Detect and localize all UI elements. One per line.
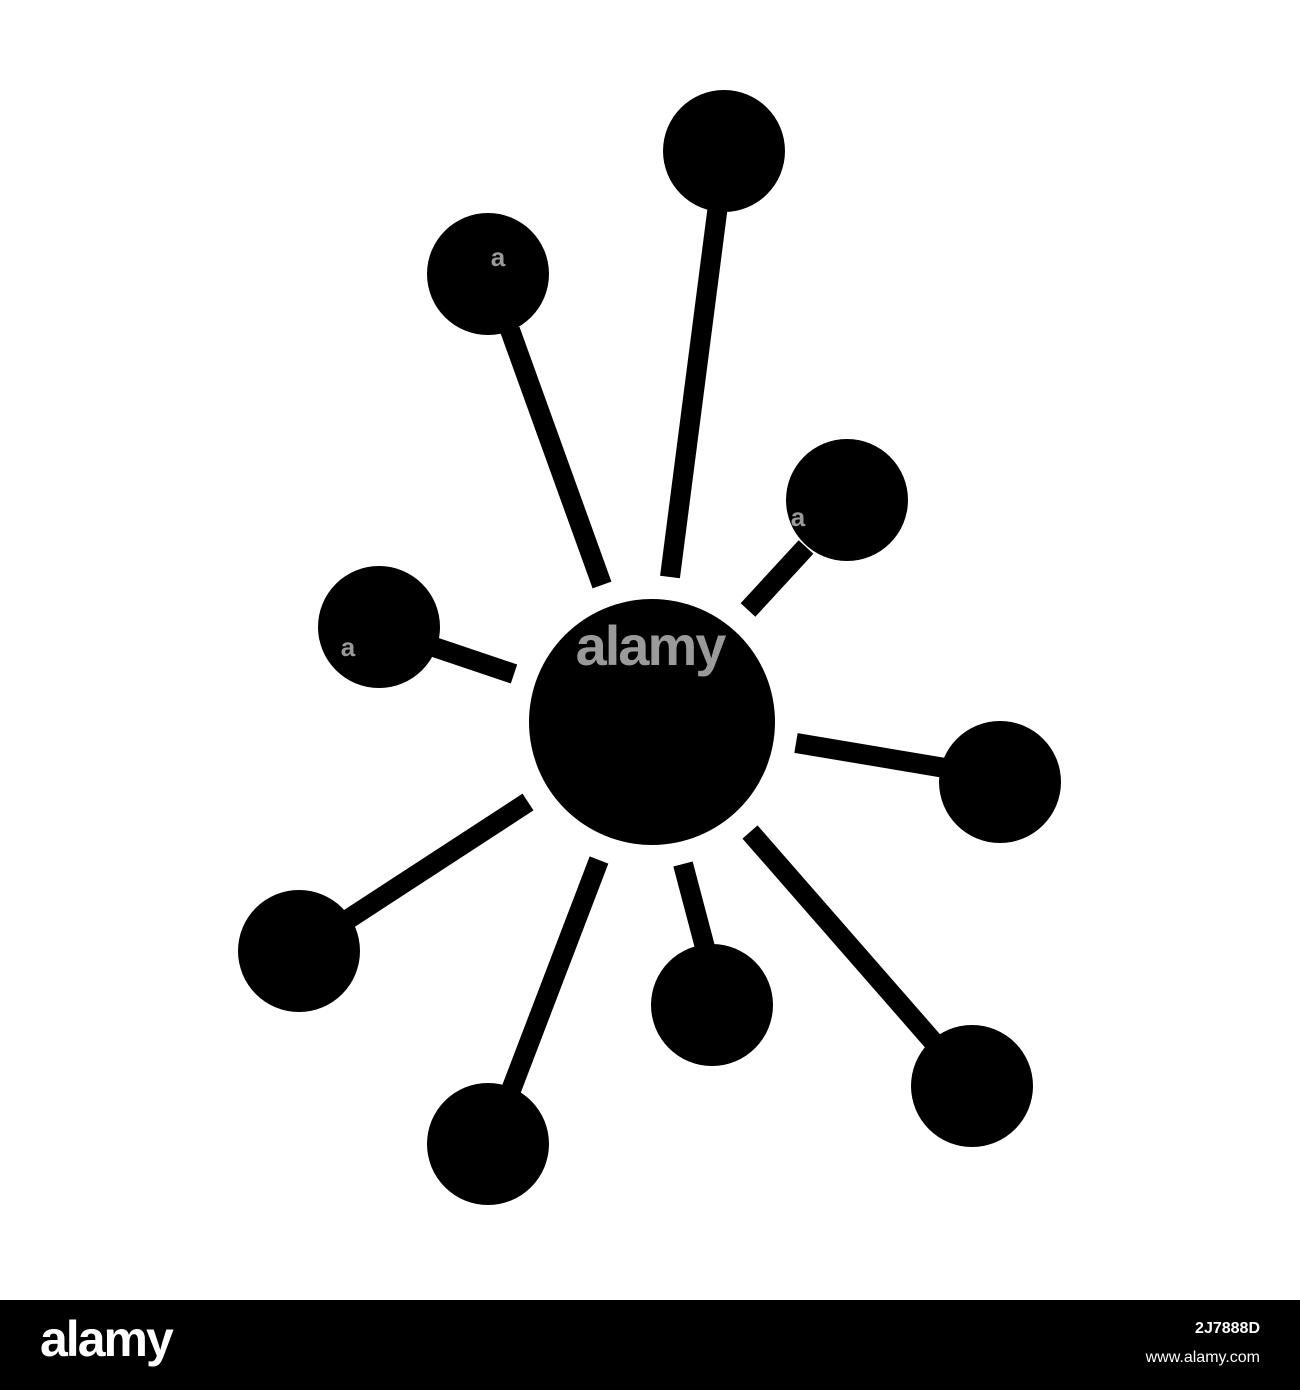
node-top-left <box>427 213 549 335</box>
watermark-center: alamy <box>576 614 727 677</box>
watermark-layer: alamy a a a <box>341 242 806 677</box>
connector-bottom <box>673 861 717 958</box>
connector-top <box>660 203 728 579</box>
network-nodes <box>238 90 1061 1205</box>
center-hub-node <box>529 599 775 845</box>
node-lower-left <box>238 890 360 1012</box>
connector-right <box>794 733 947 778</box>
network-icon-canvas: alamy a a a <box>238 90 1061 1205</box>
node-upper-right <box>786 439 908 561</box>
footer-url: www.alamy.com <box>1145 1349 1260 1366</box>
node-left <box>318 566 440 688</box>
connector-left <box>430 637 518 684</box>
watermark-small-a-3: a <box>341 632 356 662</box>
connector-bottom-right <box>742 825 945 1053</box>
watermark-small-a-2: a <box>791 502 806 532</box>
node-top <box>663 90 785 212</box>
connector-lines <box>341 203 947 1102</box>
footer-bar: alamy 2J7888D www.alamy.com <box>0 1300 1300 1390</box>
node-bottom-right <box>911 1025 1033 1147</box>
watermark-small-a-1: a <box>491 242 506 272</box>
footer-logo: alamy <box>40 1311 174 1367</box>
node-bottom <box>651 944 773 1066</box>
node-bottom-left <box>427 1083 549 1205</box>
node-right <box>939 721 1061 843</box>
footer-image-id: 2J7888D <box>1195 1320 1260 1337</box>
connector-top-left <box>500 326 612 589</box>
network-hub-icon: alamy a a a <box>238 90 1061 1205</box>
connector-upper-right <box>740 540 814 617</box>
connector-lower-left <box>341 793 534 929</box>
connector-bottom-left <box>498 856 609 1102</box>
